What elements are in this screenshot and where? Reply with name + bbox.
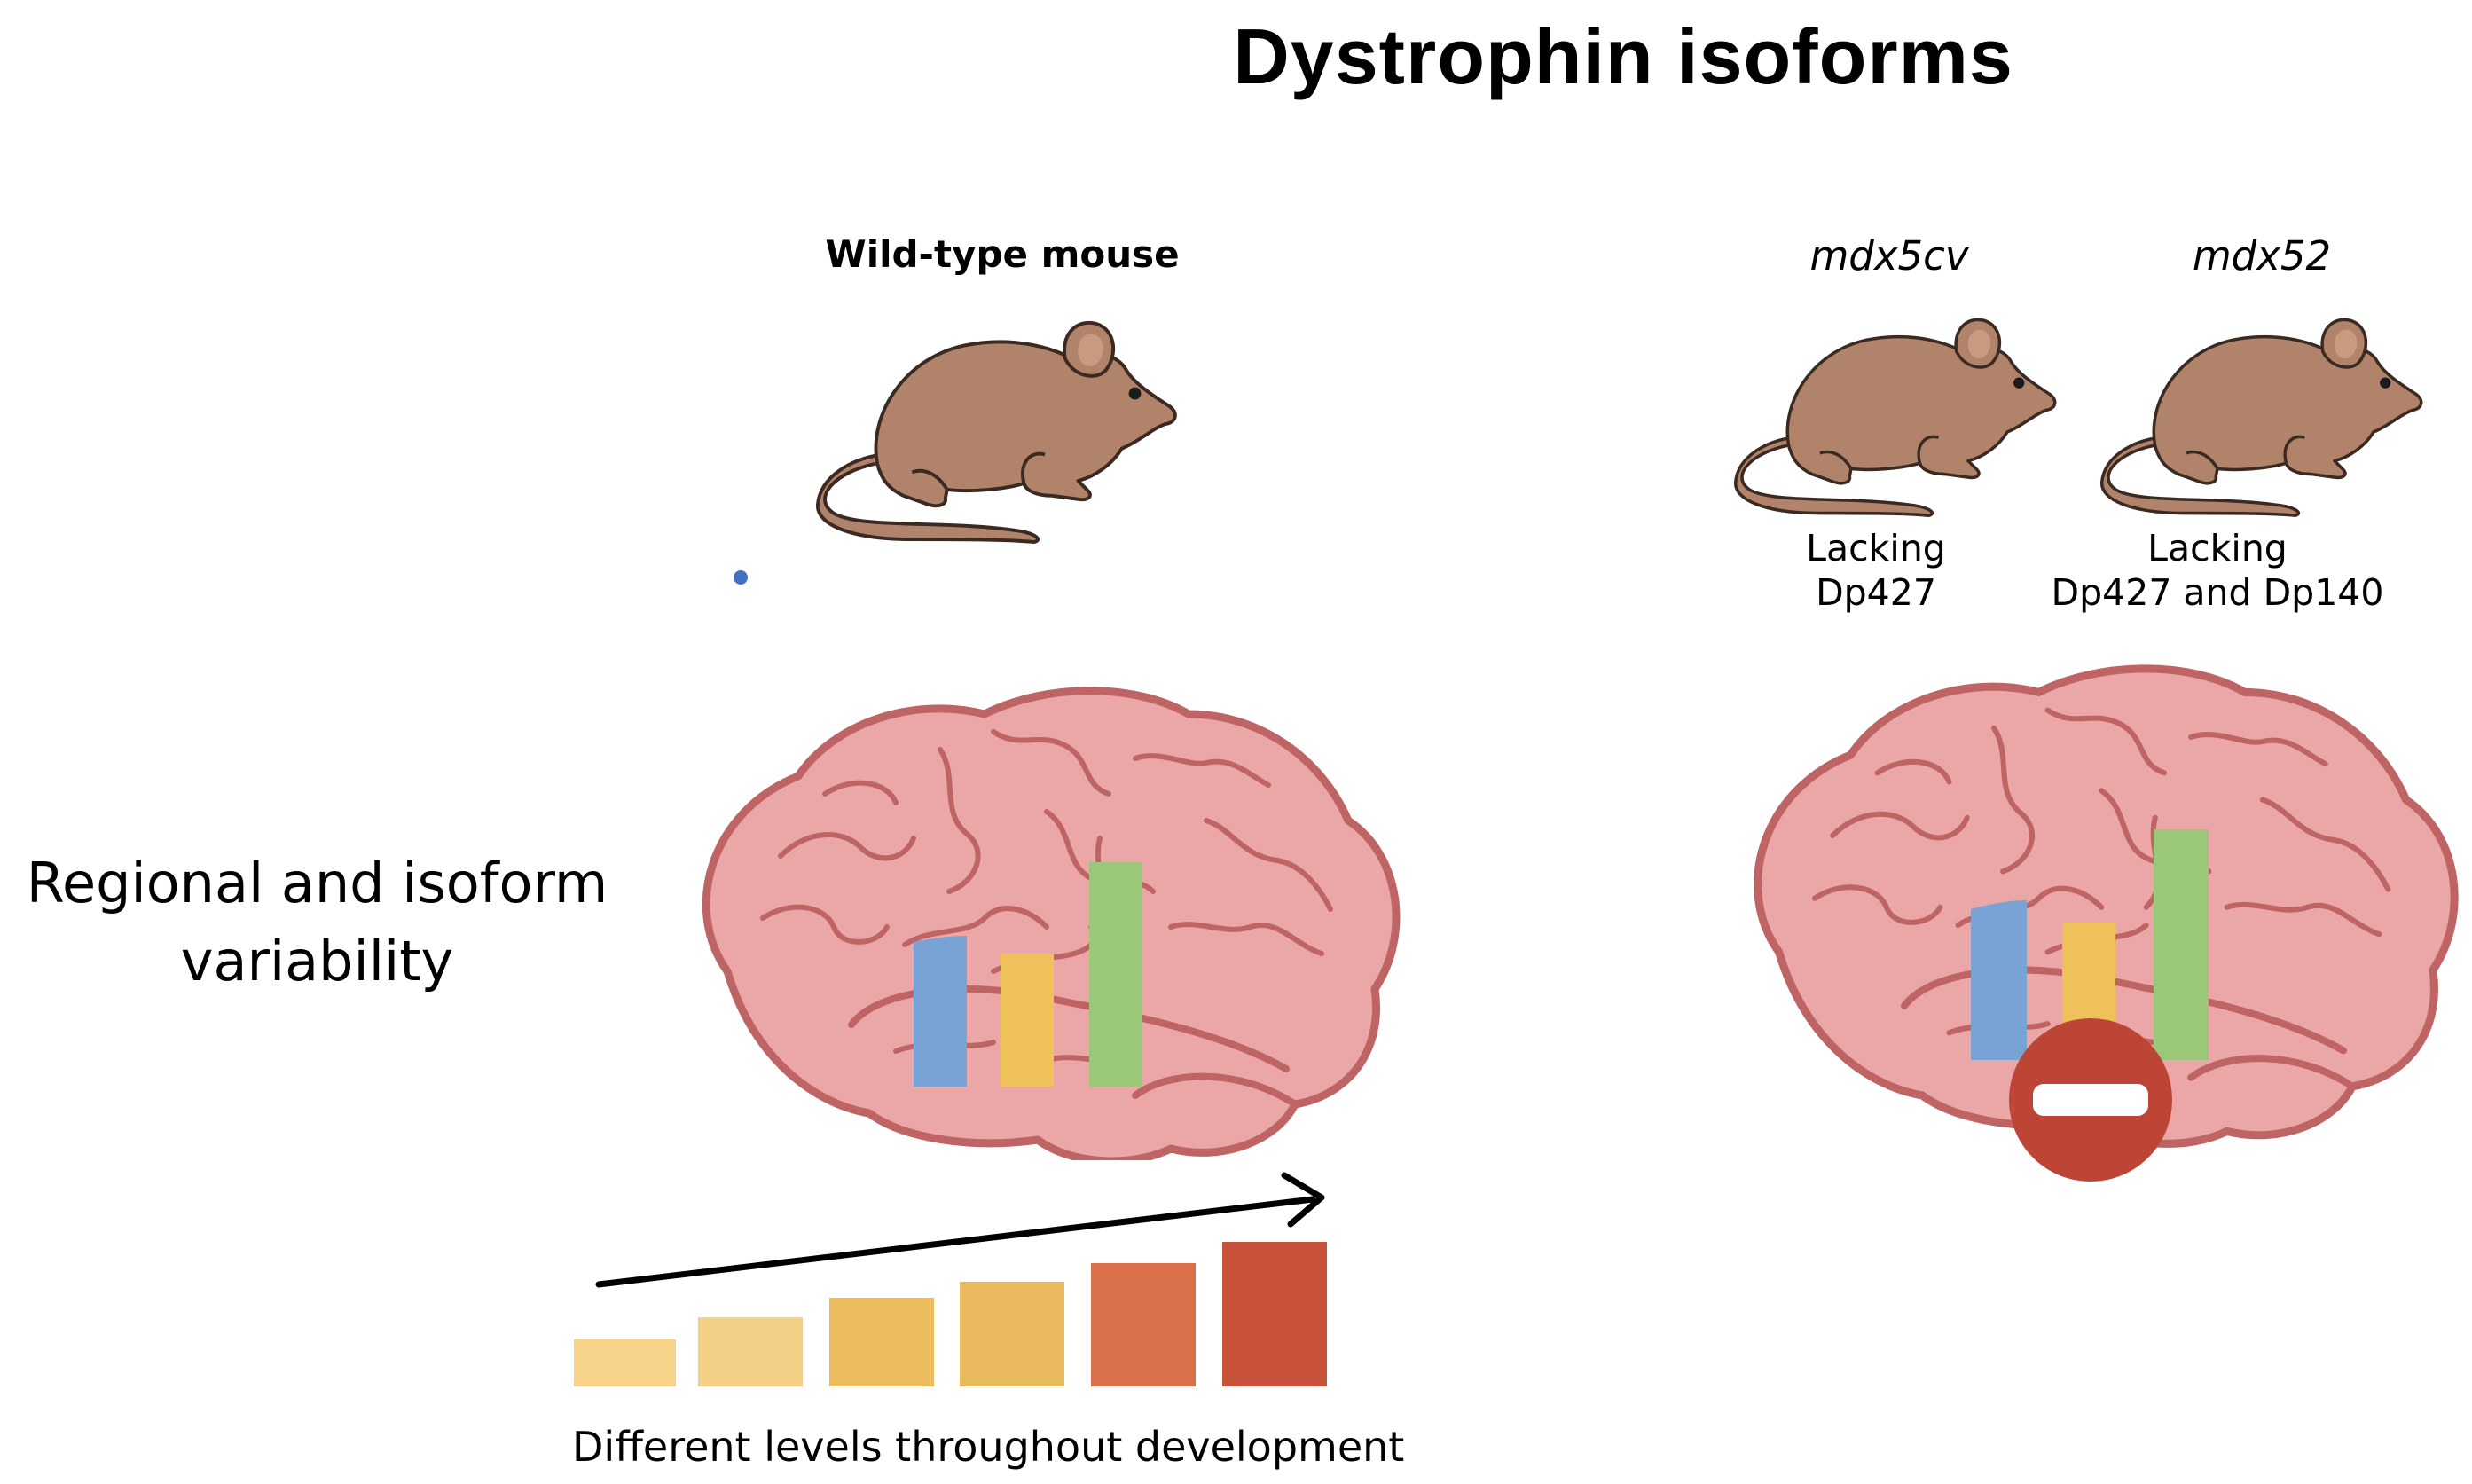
no-entry-icon <box>2009 1018 2172 1182</box>
isoform-bar-blue <box>1971 900 2027 1060</box>
wild-type-isoform-bars <box>914 862 1142 1087</box>
development-arrow-icon <box>595 1172 1325 1288</box>
wild-type-brain-icon <box>706 691 1396 1161</box>
mdx5cv-label: mdx5cv <box>1809 232 1969 279</box>
development-bar <box>1222 1242 1327 1386</box>
side-text-line1: Regional and isoform <box>26 851 608 915</box>
isoform-bar-green <box>2154 829 2209 1060</box>
isoform-bar-yellow <box>1001 954 1054 1087</box>
mdx52-mouse-icon <box>2099 318 2423 517</box>
side-text-line2: variability <box>180 929 454 993</box>
mdx52-caption-line2: Dp427 and Dp140 <box>2051 571 2384 614</box>
development-level-bars <box>574 1242 1327 1386</box>
development-bar <box>960 1282 1064 1386</box>
mdx5cv-mouse-icon <box>1733 318 2057 517</box>
wild-type-label: Wild-type mouse <box>825 232 1180 276</box>
development-bar <box>574 1339 676 1386</box>
mdx52-label: mdx52 <box>2192 232 2332 279</box>
isoform-bar-blue <box>914 936 967 1087</box>
page-title: Dystrophin isoforms <box>1233 12 2013 100</box>
development-bar <box>829 1298 934 1386</box>
development-caption: Different levels throughout development <box>572 1423 1405 1471</box>
development-bar <box>1091 1263 1196 1386</box>
regional-variability-text: Regional and isoform variability <box>0 844 634 1001</box>
wild-type-mouse-icon <box>815 320 1177 544</box>
mdx52-caption: Lacking Dp427 and Dp140 <box>2040 526 2395 615</box>
mdx52-caption-line1: Lacking <box>2147 527 2288 569</box>
mdx5cv-caption-line2: Dp427 <box>1816 571 1936 614</box>
development-bar <box>698 1317 803 1386</box>
mdx5cv-caption-line1: Lacking <box>1806 527 1946 569</box>
marker-dot <box>734 570 748 585</box>
mdx5cv-caption: Lacking Dp427 <box>1738 526 2013 615</box>
isoform-bar-green <box>1089 862 1142 1087</box>
